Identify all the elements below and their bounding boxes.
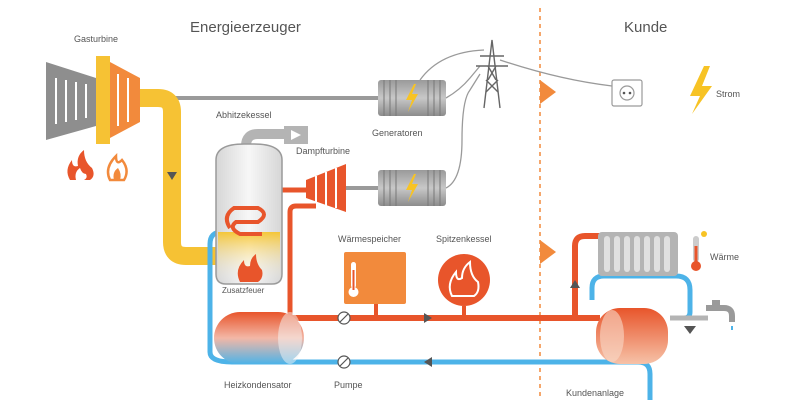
return-arrow-1: [424, 357, 432, 367]
thermometer-icon: [348, 262, 359, 297]
lightning-icon: [406, 84, 418, 112]
radiator-icon: [598, 232, 678, 276]
exhaust-flow-arrow: [167, 172, 177, 180]
label-additional-firing: Zusatzfeuer: [222, 286, 265, 295]
power-cables: [419, 49, 613, 189]
label-generators: Generatoren: [372, 128, 423, 138]
boundary-arrow-electric: [540, 80, 556, 104]
pump-icon: [337, 355, 351, 369]
label-heat-storage: Wärmespeicher: [338, 234, 402, 244]
flame-icon: [448, 259, 480, 297]
lightning-icon: [406, 174, 418, 202]
gas-turbine: [46, 56, 140, 144]
label-steam-turbine: Dampfturbine: [296, 146, 351, 156]
exhaust-steam-line: [287, 203, 316, 318]
heating-condenser: [214, 312, 304, 364]
heading-customer: Kunde: [624, 19, 668, 36]
supply-arrow-1: [424, 313, 432, 323]
boundary-arrow-heat: [540, 240, 556, 264]
return-arrow-2: [684, 326, 696, 334]
water-tap-icon: [670, 300, 735, 330]
label-heat: Wärme: [710, 252, 739, 262]
generator-lower: [378, 170, 446, 206]
flame-icon: [106, 152, 128, 182]
pylon-icon: [476, 39, 508, 109]
label-customer-plant: Kundenanlage: [566, 388, 625, 398]
chimney: [284, 126, 308, 144]
lightning-icon: [690, 66, 712, 114]
heat-storage: [344, 252, 406, 318]
thermometer-icon: [691, 231, 707, 271]
label-waste-heat-boiler: Abhitzekessel: [216, 110, 272, 120]
steam-turbine: [306, 164, 378, 212]
valve-supply: [337, 311, 351, 325]
generator-upper: [378, 80, 446, 116]
flame-icon: [237, 254, 263, 282]
customer-supply-riser: [572, 233, 600, 318]
customer-heat-exchanger: [596, 308, 668, 364]
flame-icon: [67, 150, 94, 180]
return-line: [207, 229, 653, 400]
waste-heat-boiler: [215, 143, 283, 285]
label-electricity: Strom: [716, 89, 741, 99]
label-peak-boiler: Spitzenkessel: [436, 234, 492, 244]
heading-producer: Energieerzeuger: [190, 19, 301, 36]
power-socket-icon: [611, 79, 643, 107]
label-heating-condenser: Heizkondensator: [224, 380, 292, 390]
label-gas-turbine: Gasturbine: [74, 34, 119, 44]
peak-boiler: [438, 254, 490, 318]
label-pump: Pumpe: [334, 380, 363, 390]
supply-arrow-2: [570, 280, 580, 288]
